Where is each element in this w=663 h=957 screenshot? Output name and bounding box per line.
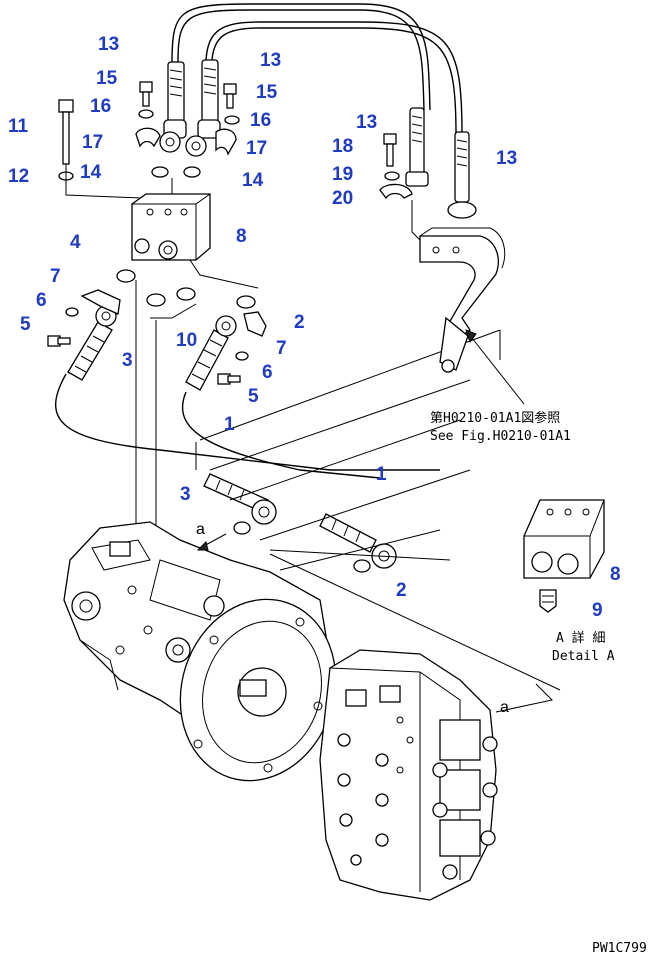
reference-box-outline (195, 329, 501, 571)
callout-8: 8 (610, 564, 621, 585)
view-line-a (269, 553, 561, 691)
callout-10: 10 (176, 330, 197, 351)
hose-route-1 (181, 391, 381, 479)
bolt-5-left (47, 335, 71, 347)
split-flange-7-right (243, 311, 267, 337)
hose-loop-top (171, 3, 463, 136)
control-valve (319, 649, 498, 901)
callout-5: 5 (20, 314, 31, 335)
callout-11: 11 (8, 116, 29, 137)
junction-block-8-detail (523, 499, 605, 579)
o-ring-2-lower (353, 559, 371, 573)
callout-7: 7 (50, 266, 61, 287)
callout-15: 15 (256, 82, 278, 103)
leader-10 (150, 303, 197, 319)
view-arrowhead-a-upper (196, 541, 209, 551)
junction-block-8-upper (131, 193, 211, 261)
split-flange-7-left (80, 289, 121, 315)
callout-15: 15 (96, 68, 118, 89)
callout-3: 3 (122, 350, 133, 371)
washer-6-left (65, 307, 79, 317)
o-ring-4 (116, 269, 136, 283)
callout-5: 5 (248, 386, 259, 407)
callout-18: 18 (332, 136, 353, 157)
leader-right-hose (411, 200, 421, 241)
callout-3: 3 (180, 484, 191, 505)
washer-6-right (235, 351, 249, 361)
callout-1: 1 (224, 414, 235, 435)
split-flange-17-left (135, 127, 161, 148)
bolt-18 (383, 133, 397, 167)
callout-2: 2 (396, 580, 407, 601)
plug-9 (539, 589, 557, 613)
o-ring-14-right (183, 166, 201, 178)
callout-17: 17 (82, 132, 103, 153)
callout-19: 19 (332, 164, 353, 185)
reference-note-en: See Fig.H0210-01A1 (430, 429, 571, 444)
o-ring-14-left (151, 166, 169, 178)
hose-13-right-a (405, 107, 429, 187)
callout-16: 16 (90, 96, 111, 117)
o-ring-10-a (146, 293, 166, 307)
bolt-15-right (223, 83, 237, 109)
hose-route-3 (55, 373, 440, 471)
hose-13-left-a (159, 61, 187, 153)
callout-7: 7 (276, 338, 287, 359)
leader-block (189, 259, 259, 289)
callout-13: 13 (260, 50, 281, 71)
split-flange-17-right (215, 128, 237, 156)
callout-14: 14 (242, 170, 264, 191)
detail-label-en: Detail A (552, 649, 615, 664)
hose-13-right-b (447, 131, 477, 219)
callout-13: 13 (496, 148, 517, 169)
o-ring-10-b (176, 287, 196, 301)
o-ring-center-a (233, 521, 251, 535)
view-arrow-a-lower (495, 683, 554, 713)
o-ring-2-upper (236, 295, 256, 309)
leader-11 (65, 164, 143, 199)
washer-19 (384, 171, 400, 181)
view-mark-a: a (196, 521, 205, 538)
callout-2: 2 (294, 312, 305, 333)
callout-14: 14 (80, 162, 102, 183)
callout-17: 17 (246, 138, 267, 159)
callout-6: 6 (262, 362, 273, 383)
mounting-bracket (419, 227, 506, 373)
callout-4: 4 (70, 232, 81, 253)
drawing-code: PW1C799 (592, 941, 647, 956)
callout-9: 9 (592, 600, 603, 621)
reference-arrow (471, 337, 525, 405)
callout-8: 8 (236, 226, 247, 247)
clamp-20 (379, 183, 413, 200)
reference-note-jp: 第H0210-01A1図参照 (430, 410, 560, 426)
detail-label-jp: A 詳 細 (556, 630, 605, 646)
hose-1-right (185, 315, 237, 391)
reference-arrowhead (465, 329, 477, 344)
view-mark-a: a (500, 699, 509, 716)
callout-12: 12 (8, 166, 29, 187)
callout-16: 16 (250, 110, 271, 131)
washer-16-left (138, 109, 154, 119)
hose-3-center (203, 473, 277, 525)
washer-16-right (224, 115, 240, 125)
hose-13-left-b (185, 59, 221, 157)
callout-1: 1 (376, 464, 387, 485)
callout-13: 13 (356, 112, 377, 133)
callout-13: 13 (98, 34, 119, 55)
callout-20: 20 (332, 188, 353, 209)
callout-6: 6 (36, 290, 47, 311)
bolt-15-left (139, 81, 153, 107)
bolt-5-right (217, 373, 241, 385)
